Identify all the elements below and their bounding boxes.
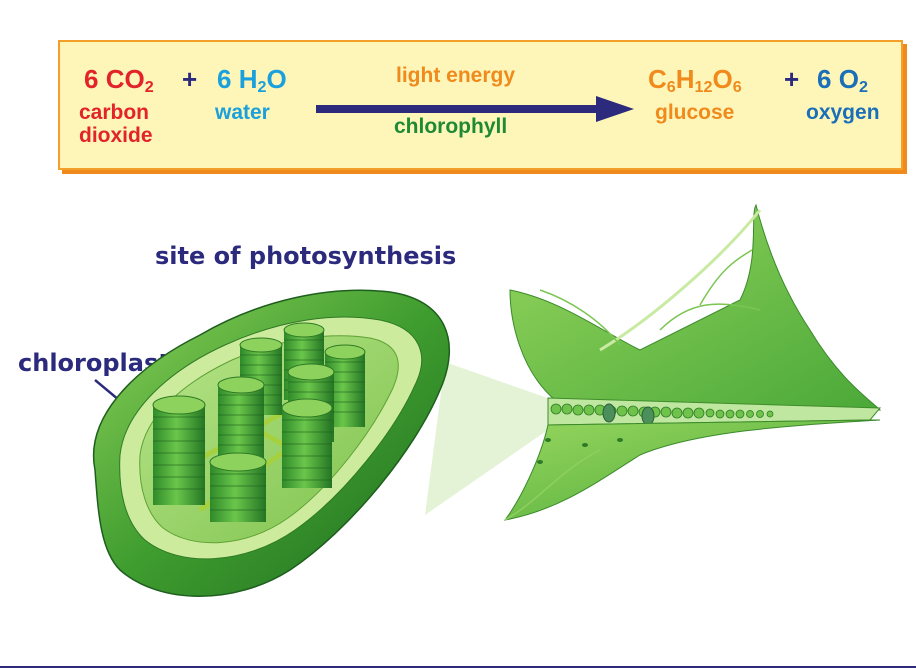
formula-h: H xyxy=(675,64,695,94)
bottom-divider xyxy=(0,666,916,668)
grana-stacks xyxy=(152,322,366,522)
glucose-formula: C6H12O6 xyxy=(648,64,742,95)
light-energy-label: light energy xyxy=(396,64,516,87)
subscript: 2 xyxy=(144,78,154,97)
oxygen-name: oxygen xyxy=(806,101,880,124)
leaf-illustration xyxy=(503,203,882,521)
carbon-dioxide-formula: 6 CO2 xyxy=(84,64,154,95)
subscript: 2 xyxy=(257,78,267,97)
coefficient: 6 xyxy=(217,64,232,94)
subscript: 2 xyxy=(858,78,868,97)
plus-sign-2: + xyxy=(784,64,800,94)
carbon-dioxide-name: carbon dioxide xyxy=(79,101,153,147)
formula-o: O xyxy=(266,64,287,94)
subscript-h: 12 xyxy=(694,78,713,97)
chloroplast-illustration xyxy=(92,289,451,597)
water-name: water xyxy=(215,101,270,124)
formula-c: C xyxy=(648,64,667,94)
glucose-name: glucose xyxy=(655,101,735,124)
site-of-photosynthesis-label: site of photosynthesis xyxy=(155,242,457,270)
name-line2: dioxide xyxy=(79,124,153,147)
water-formula: 6 H2O xyxy=(217,64,287,95)
reaction-arrow xyxy=(316,96,634,122)
chlorophyll-label: chlorophyll xyxy=(394,115,508,138)
leaf-midrib xyxy=(599,209,762,352)
zoom-connector xyxy=(425,362,555,515)
subscript-c: 6 xyxy=(666,78,676,97)
formula: CO xyxy=(105,64,145,94)
oxygen-formula: 6 O2 xyxy=(817,64,868,95)
coefficient: 6 xyxy=(817,64,832,94)
formula: O xyxy=(838,64,859,94)
plus-sign-1: + xyxy=(182,64,198,94)
formula-o: O xyxy=(712,64,733,94)
formula-h: H xyxy=(238,64,258,94)
name-line1: carbon xyxy=(79,101,150,124)
subscript-o: 6 xyxy=(732,78,742,97)
coefficient: 6 xyxy=(84,64,99,94)
